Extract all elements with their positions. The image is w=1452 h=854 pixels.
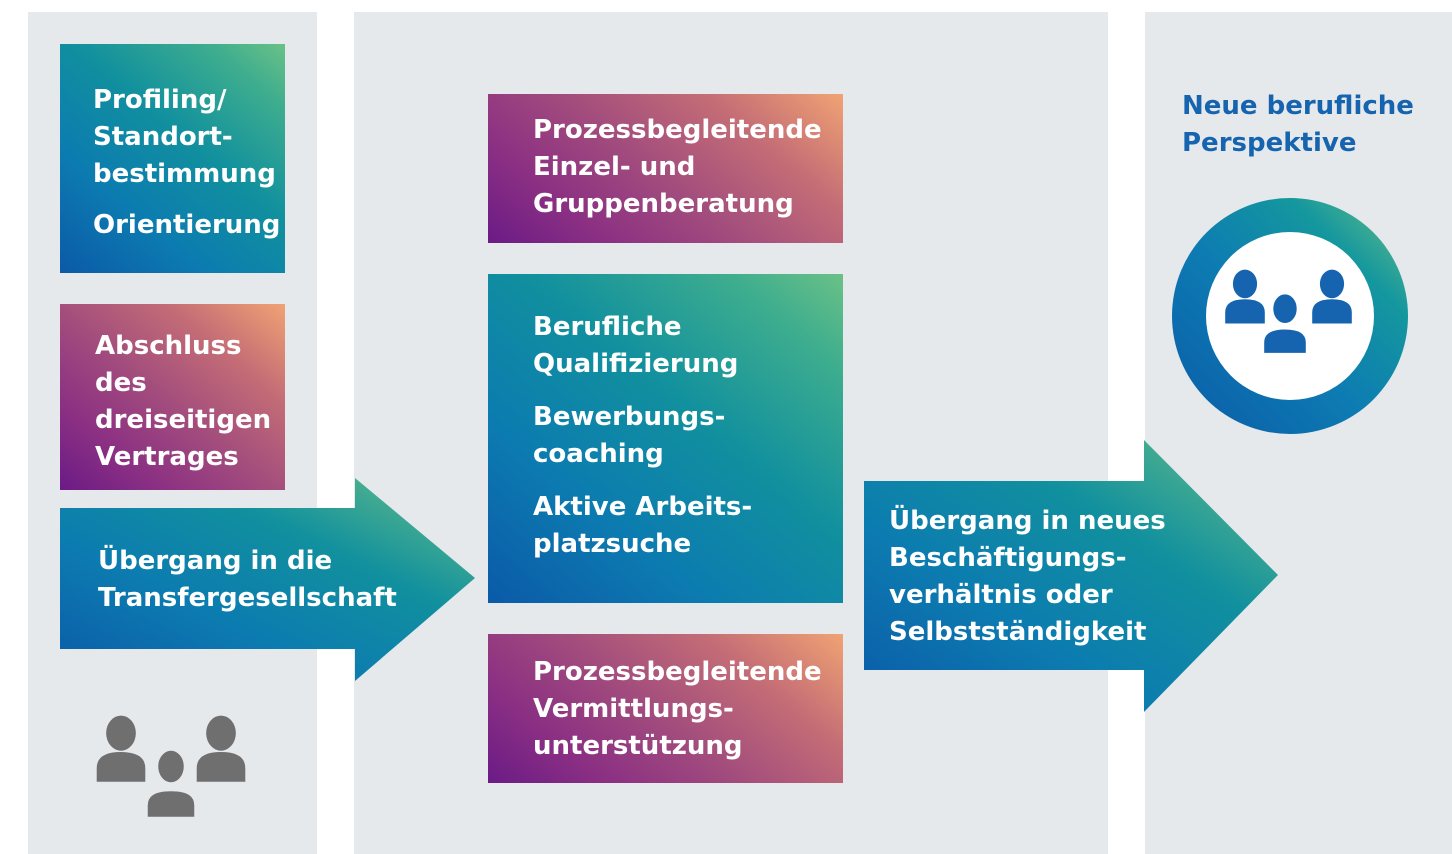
profiling-line-2: Standort- [93, 122, 233, 152]
orientierung-label: Orientierung [93, 210, 281, 240]
new-job-line-1: Übergang in neues [889, 506, 1166, 536]
abschluss-line-2: des [95, 368, 147, 398]
vermittlung-line-2: Vermittlungs- [533, 694, 734, 724]
qualifizierung-line-3: Bewerbungs- [533, 402, 726, 432]
people-group-icon [96, 715, 246, 824]
abschluss-line-4: Vertrages [95, 442, 239, 472]
beratung-line-2: Einzel- und [533, 152, 696, 182]
people-group-ring-icon [1172, 198, 1408, 434]
beratung-line-1: Prozessbegleitende [533, 115, 822, 145]
new-job-line-3: verhältnis oder [889, 580, 1113, 610]
new-job-line-4: Selbstständigkeit [889, 617, 1147, 647]
abschluss-box: Abschluss des dreiseitigen Vertrages [60, 304, 285, 490]
abschluss-line-1: Abschluss [95, 331, 242, 361]
new-job-line-2: Beschäftigungs- [889, 543, 1127, 573]
beratung-box: Prozessbegleitende Einzel- und Gruppenbe… [488, 94, 843, 243]
new-job-arrow-label: Übergang in neues Beschäftigungs- verhäl… [889, 503, 1166, 651]
perspective-line-2: Perspektive [1182, 128, 1357, 158]
qualifizierung-line-1: Berufliche [533, 312, 682, 342]
transfer-arrow-label: Übergang in die Transfergesellschaft [98, 543, 397, 617]
abschluss-line-3: dreiseitigen [95, 405, 272, 435]
transfer-line-2: Transfergesellschaft [98, 583, 397, 613]
vermittlung-box: Prozessbegleitende Vermittlungs- unterst… [488, 634, 843, 783]
beratung-line-3: Gruppenberatung [533, 189, 794, 219]
perspective-line-1: Neue berufliche [1182, 91, 1414, 121]
new-job-arrow [864, 440, 1278, 712]
qualifizierung-line-4: coaching [533, 439, 664, 469]
qualifizierung-line-5: Aktive Arbeits- [533, 492, 753, 522]
vermittlung-line-1: Prozessbegleitende [533, 657, 822, 687]
transfer-line-1: Übergang in die [98, 546, 333, 576]
qualifizierung-box: Berufliche Qualifizierung Bewerbungs- co… [488, 274, 843, 603]
transfer-arrow [60, 478, 475, 681]
profiling-line-1: Profiling/ [93, 85, 227, 115]
profiling-box: Profiling/ Standort- bestimmung Orientie… [60, 44, 285, 273]
vermittlung-line-3: unterstützung [533, 731, 743, 761]
perspective-title: Neue berufliche Perspektive [1182, 88, 1414, 162]
qualifizierung-line-2: Qualifizierung [533, 349, 739, 379]
profiling-line-3: bestimmung [93, 159, 276, 189]
qualifizierung-line-6: platzsuche [533, 529, 692, 559]
